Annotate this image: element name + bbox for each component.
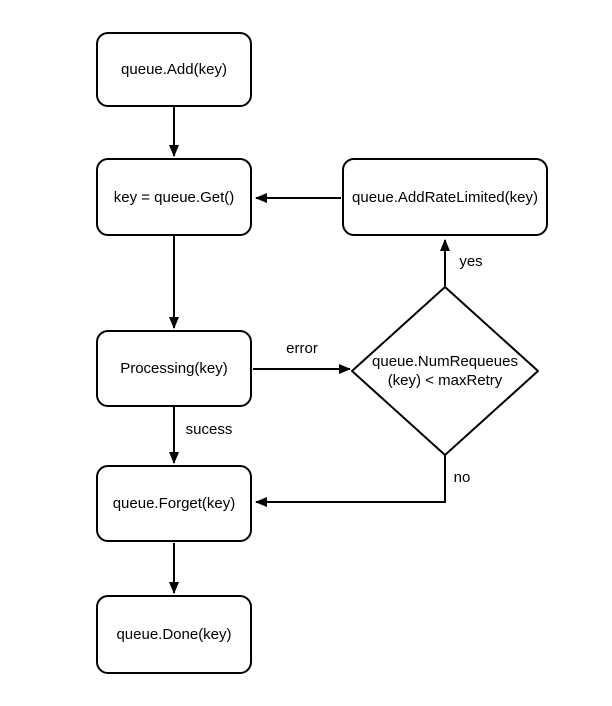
node-queue-done: queue.Done(key) xyxy=(96,595,252,674)
node-processing-label: Processing(key) xyxy=(120,360,228,377)
edge-label-error: error xyxy=(286,340,318,357)
node-queue-get: key = queue.Get() xyxy=(96,158,252,236)
edge-label-yes: yes xyxy=(459,253,483,270)
edge-numrequeues-to-forget xyxy=(255,454,446,507)
node-num-requeues-label-line2: (key) < maxRetry xyxy=(387,372,503,389)
node-queue-add-label: queue.Add(key) xyxy=(121,61,227,78)
node-num-requeues-label-line1: queue.NumRequeues xyxy=(372,353,518,370)
node-processing: Processing(key) xyxy=(96,330,252,407)
node-num-requeues-label: queue.NumRequeues (key) < maxRetry xyxy=(372,352,518,390)
node-queue-forget-label: queue.Forget(key) xyxy=(112,495,236,512)
node-num-requeues-shape xyxy=(351,286,539,456)
node-queue-get-label: key = queue.Get() xyxy=(113,188,235,206)
node-queue-forget: queue.Forget(key) xyxy=(96,465,252,542)
node-queue-done-label: queue.Done(key) xyxy=(116,626,232,643)
node-queue-add-rate-limited-label: queue.AddRateLimited(key) xyxy=(352,188,538,206)
edge-label-sucess: sucess xyxy=(185,421,233,438)
node-queue-add-rate-limited: queue.AddRateLimited(key) xyxy=(342,158,548,236)
edge-label-no: no xyxy=(453,469,471,486)
node-queue-add: queue.Add(key) xyxy=(96,32,252,107)
